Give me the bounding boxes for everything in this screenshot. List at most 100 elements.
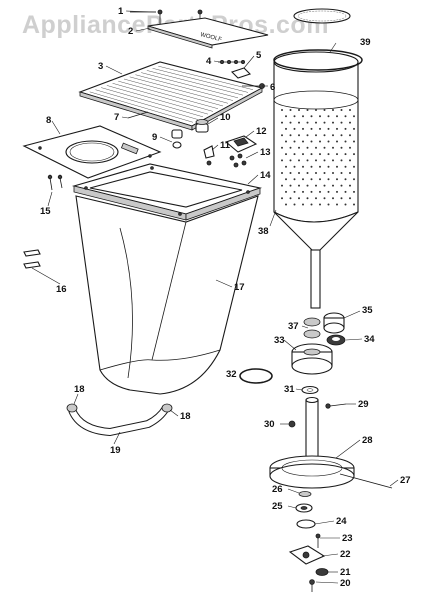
basket-hole xyxy=(285,190,287,193)
callout-25: 25 xyxy=(272,501,283,512)
part-15-screws xyxy=(47,174,63,191)
grille-slot xyxy=(146,70,244,96)
grille-slot xyxy=(141,72,239,99)
basket-hole xyxy=(332,172,334,174)
basket-hole xyxy=(306,159,309,162)
basket-hole xyxy=(353,165,355,168)
basket-hole xyxy=(327,127,330,130)
basket-hole xyxy=(349,172,351,174)
basket-hole xyxy=(306,109,309,111)
basket-hole xyxy=(353,178,355,181)
basket-hole xyxy=(327,153,330,156)
basket-hole xyxy=(327,178,330,181)
grille-slot xyxy=(129,76,229,104)
callout-26: 26 xyxy=(272,484,283,495)
callout-16: 16 xyxy=(56,284,67,295)
basket-hole xyxy=(344,115,347,118)
basket-hole xyxy=(319,127,321,130)
basket-hole xyxy=(340,121,343,124)
basket-hole xyxy=(349,197,351,200)
basket-hole xyxy=(310,178,313,181)
basket-hole xyxy=(281,172,283,174)
callout-6: 6 xyxy=(270,82,275,93)
basket-hole xyxy=(285,203,287,206)
basket-hole xyxy=(340,109,343,111)
basket-hole xyxy=(315,121,317,124)
basket-hole xyxy=(340,172,343,174)
basket-hole xyxy=(281,159,283,162)
callout-5: 5 xyxy=(256,50,262,61)
basket-hole xyxy=(327,115,330,118)
basket-hole xyxy=(319,140,321,143)
basket-hole xyxy=(298,109,300,111)
basket-hole xyxy=(281,146,283,149)
basket-hole xyxy=(336,115,338,118)
callout-30: 30 xyxy=(264,419,275,430)
callout-20: 20 xyxy=(340,578,351,589)
callout-11: 11 xyxy=(220,140,231,151)
part-30-nut xyxy=(288,420,296,428)
callout-34: 34 xyxy=(364,334,375,345)
basket-hole xyxy=(310,203,313,206)
basket-hole xyxy=(332,109,334,111)
callout-21: 21 xyxy=(340,567,351,578)
basket-hole xyxy=(293,190,296,193)
callout-24: 24 xyxy=(336,516,347,527)
callout-32: 32 xyxy=(226,369,237,380)
basket-hole xyxy=(302,140,304,143)
grille-slot xyxy=(95,89,199,120)
basket-hole xyxy=(344,203,347,206)
basket-hole xyxy=(336,203,338,206)
basket-hole xyxy=(293,178,296,181)
callout-38: 38 xyxy=(258,226,269,237)
callout-37: 37 xyxy=(288,321,299,332)
part-11-clip xyxy=(203,145,215,166)
basket-hole xyxy=(319,165,321,168)
basket-hole xyxy=(327,140,330,143)
basket-hole xyxy=(298,134,300,137)
basket-hole xyxy=(302,190,304,193)
basket-hole xyxy=(285,153,287,156)
basket-hole xyxy=(281,197,283,200)
basket-hole xyxy=(289,172,292,174)
basket-hole xyxy=(327,190,330,193)
basket-hole xyxy=(306,121,309,124)
callout-19: 19 xyxy=(110,445,121,456)
basket-hole xyxy=(289,121,292,124)
basket-hole xyxy=(298,159,300,162)
basket-hole xyxy=(315,146,317,149)
basket-hole xyxy=(344,178,347,181)
basket-hole xyxy=(293,165,296,168)
callout-9: 9 xyxy=(152,132,157,143)
grille-slot xyxy=(135,74,234,101)
part-28-pulley-shaft xyxy=(269,396,355,489)
grille-slot xyxy=(89,91,194,123)
basket-hole xyxy=(298,146,300,149)
basket-hole xyxy=(353,203,355,206)
basket-hole xyxy=(340,184,343,187)
basket-hole xyxy=(323,197,326,200)
part-18-hose-clamps xyxy=(66,403,173,413)
basket-hole xyxy=(332,146,334,149)
basket-hole xyxy=(336,165,338,168)
grille-slot xyxy=(106,85,209,115)
basket-hole xyxy=(332,184,334,187)
callout-12: 12 xyxy=(256,126,267,137)
callout-8: 8 xyxy=(46,115,51,126)
part-7-hinge-rod xyxy=(127,111,149,119)
basket-hole xyxy=(302,127,304,130)
basket-hole xyxy=(310,127,313,130)
basket-hole xyxy=(319,178,321,181)
basket-hole xyxy=(285,115,287,118)
part-27-belt-rod xyxy=(339,473,393,489)
basket-hole xyxy=(353,115,355,118)
basket-hole xyxy=(323,146,326,149)
callout-22: 22 xyxy=(340,549,351,560)
basket-hole xyxy=(323,121,326,124)
basket-hole xyxy=(298,172,300,174)
basket-hole xyxy=(310,140,313,143)
basket-hole xyxy=(315,184,317,187)
callout-15: 15 xyxy=(40,206,51,217)
basket-hole xyxy=(289,146,292,149)
callout-1: 1 xyxy=(118,6,124,17)
